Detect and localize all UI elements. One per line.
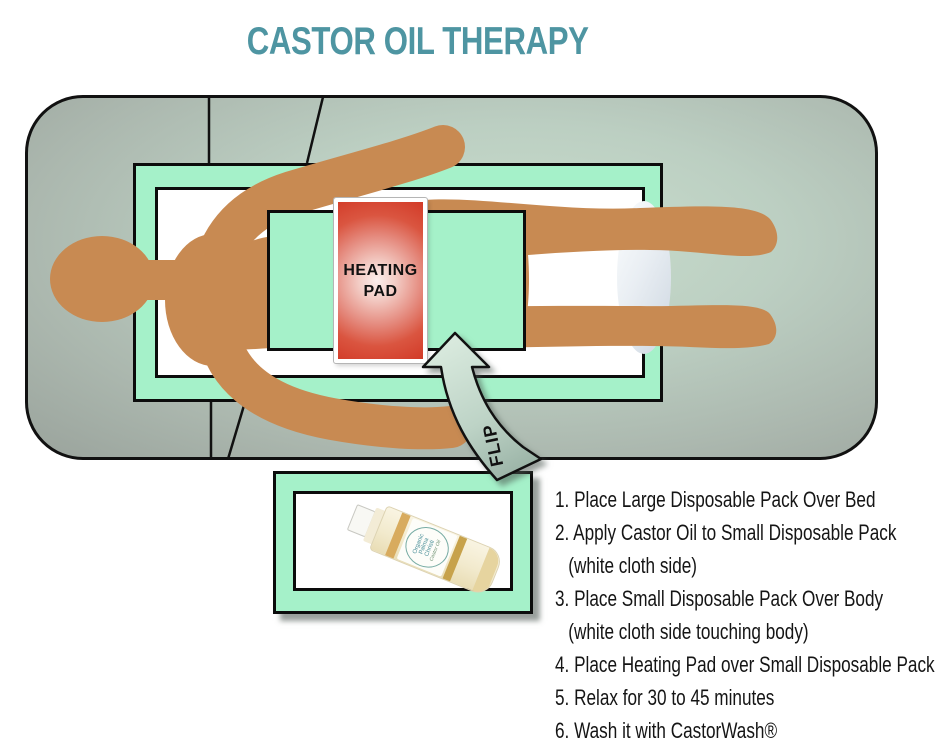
instruction-line-4: 4. Place Heating Pad over Small Disposab… (555, 652, 935, 677)
knee-pillow (617, 201, 671, 354)
heating-pad-label-line1: HEATING (343, 261, 418, 279)
title-row: CASTOR OIL THERAPY (130, 20, 706, 64)
instruction-line-6: 6. Wash it with CastorWash® (555, 718, 778, 740)
instruction-line-2b: (white cloth side) (568, 553, 698, 578)
instruction-line-3: 3. Place Small Disposable Pack Over Body (555, 586, 884, 611)
heating-pad: HEATING PAD (333, 197, 428, 364)
instruction-line-5: 5. Relax for 30 to 45 minutes (555, 685, 775, 710)
instruction-line-3b: (white cloth side touching body) (568, 619, 809, 644)
bottle-label-text: Organic Palma Christi Castor Oil (412, 533, 442, 562)
instruction-line-1: 1. Place Large Disposable Pack Over Bed (555, 487, 876, 512)
castor-oil-box (273, 471, 533, 614)
instructions-list: 1. Place Large Disposable Pack Over Bed … (555, 483, 937, 740)
instruction-line-2: 2. Apply Castor Oil to Small Disposable … (555, 520, 897, 545)
heating-pad-label-line2: PAD (363, 282, 398, 300)
page-title: CASTOR OIL THERAPY (247, 20, 589, 63)
